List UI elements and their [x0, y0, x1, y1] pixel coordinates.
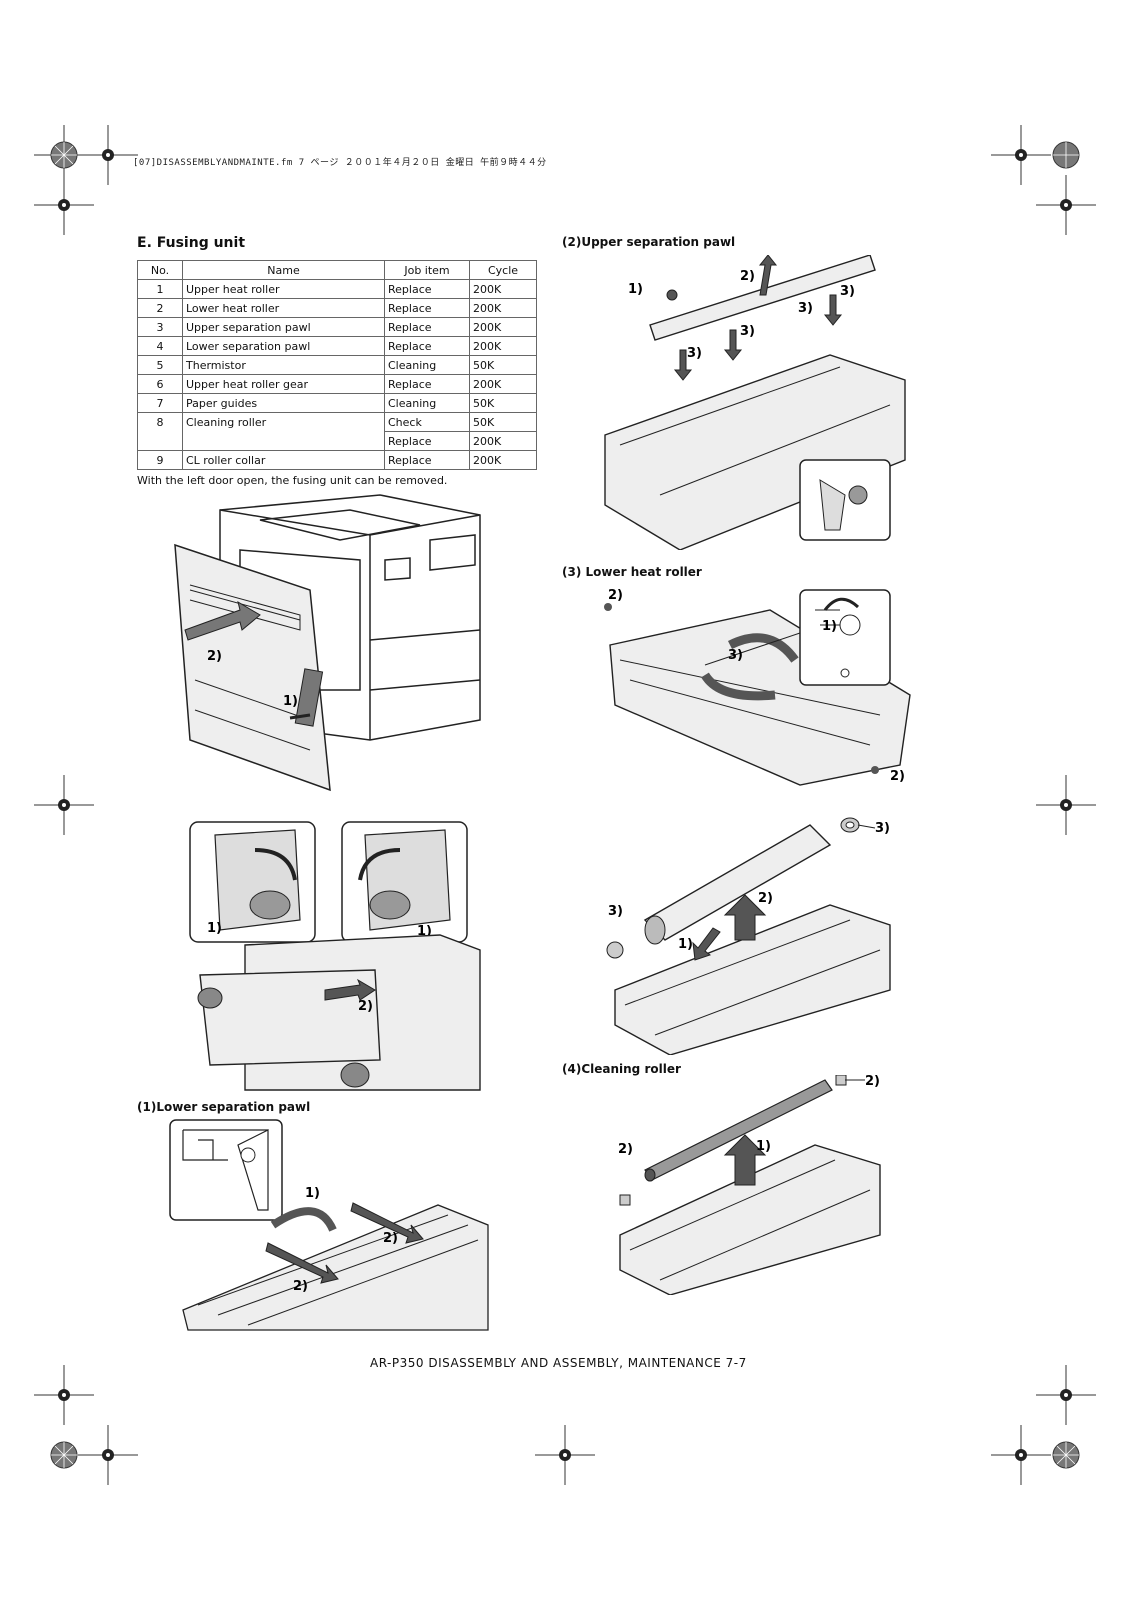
callout-3: 3) — [728, 648, 743, 663]
col-job: Job item — [384, 260, 470, 280]
cell-no: 9 — [137, 450, 183, 470]
cell-no — [137, 431, 183, 451]
cell-cycle: 200K — [469, 279, 537, 299]
cell-cycle: 200K — [469, 336, 537, 356]
cell-cycle: 50K — [469, 355, 537, 375]
cell-job: Replace — [384, 374, 470, 394]
cell-cycle: 200K — [469, 374, 537, 394]
callout-3-d: 3) — [687, 346, 702, 361]
upper-pawl-figure: 1) 2) 3) 3) 3) 3) — [604, 255, 906, 550]
col-cycle: Cycle — [469, 260, 537, 280]
cell-no: 7 — [137, 393, 183, 413]
callout-2-top: 2) — [608, 588, 623, 603]
cell-no: 8 — [137, 412, 183, 432]
printer-left-door-figure: 2) 1) — [174, 494, 481, 792]
cell-name: Upper heat roller gear — [182, 374, 385, 394]
callout-2-lower: 2) — [293, 1279, 308, 1294]
cell-no: 4 — [137, 336, 183, 356]
callout-2-left: 2) — [618, 1142, 633, 1157]
cell-cycle: 200K — [469, 317, 537, 337]
cell-name: Thermistor — [182, 355, 385, 375]
cell-name: Upper separation pawl — [182, 317, 385, 337]
callout-1: 1) — [305, 1186, 320, 1201]
cell-job: Replace — [384, 317, 470, 337]
cell-job: Cleaning — [384, 393, 470, 413]
file-header: [07]DISASSEMBLYANDMAINTE.fm 7 ページ ２００１年４… — [133, 158, 547, 168]
col-no: No. — [137, 260, 183, 280]
callout-1: 1) — [678, 937, 693, 952]
callout-3-right: 3) — [875, 821, 890, 836]
cell-job: Replace — [384, 298, 470, 318]
cell-job: Replace — [384, 450, 470, 470]
upper-pawl-title: (2)Upper separation pawl — [562, 235, 736, 249]
callout-2: 2) — [358, 999, 373, 1014]
callout-2: 2) — [758, 891, 773, 906]
cell-name: Paper guides — [182, 393, 385, 413]
callout-2-right: 2) — [865, 1075, 880, 1089]
cell-cycle: 200K — [469, 431, 537, 451]
col-name: Name — [182, 260, 385, 280]
callout-1-left: 1) — [207, 921, 222, 936]
cell-job: Check — [384, 412, 470, 432]
removal-note: With the left door open, the fusing unit… — [137, 474, 448, 487]
lower-pawl-figure: 1) 2) 2) — [169, 1119, 489, 1331]
callout-1: 1) — [822, 619, 837, 634]
cell-name: Upper heat roller — [182, 279, 385, 299]
roller-removal-figure: 3) 3) 2) 1) — [606, 817, 891, 1055]
cell-no: 3 — [137, 317, 183, 337]
callout-2: 2) — [207, 649, 222, 664]
cell-name: Lower separation pawl — [182, 336, 385, 356]
cell-name — [182, 431, 385, 451]
lower-roller-title: (3) Lower heat roller — [562, 565, 702, 579]
cleaning-roller-figure: 2) 2) 1) — [618, 1075, 881, 1295]
callout-2-upper: 2) — [383, 1231, 398, 1246]
callout-1: 1) — [756, 1139, 771, 1154]
section-title: E. Fusing unit — [137, 235, 246, 251]
cell-no: 1 — [137, 279, 183, 299]
callout-1: 1) — [283, 694, 298, 709]
cell-job: Cleaning — [384, 355, 470, 375]
cell-no: 2 — [137, 298, 183, 318]
cell-no: 5 — [137, 355, 183, 375]
cell-name: Cleaning roller — [182, 412, 385, 432]
cell-cycle: 50K — [469, 393, 537, 413]
cell-cycle: 200K — [469, 298, 537, 318]
cell-job: Replace — [384, 431, 470, 451]
cell-no: 6 — [137, 374, 183, 394]
callout-2: 2) — [740, 269, 755, 284]
callout-2-bottom: 2) — [890, 769, 905, 784]
lower-heat-roller-figure: 2) 1) 3) 2) — [604, 588, 911, 786]
lower-pawl-title: (1)Lower separation pawl — [137, 1100, 311, 1114]
page-footer: AR-P350 DISASSEMBLY AND ASSEMBLY, MAINTE… — [370, 1356, 747, 1370]
table-header-row: No. Name Job item Cycle — [137, 260, 537, 280]
callout-1: 1) — [628, 282, 643, 297]
callout-3-b: 3) — [798, 301, 813, 316]
cell-job: Replace — [384, 336, 470, 356]
callout-3-a: 3) — [840, 284, 855, 299]
cell-cycle: 50K — [469, 412, 537, 432]
cell-cycle: 200K — [469, 450, 537, 470]
cell-name: CL roller collar — [182, 450, 385, 470]
callout-3-left: 3) — [608, 904, 623, 919]
cleaning-roller-title: (4)Cleaning roller — [562, 1062, 681, 1076]
callout-3-c: 3) — [740, 324, 755, 339]
fusing-unit-removal-figure: 1) 1) 2) — [189, 821, 481, 1091]
cell-name: Lower heat roller — [182, 298, 385, 318]
cell-job: Replace — [384, 279, 470, 299]
